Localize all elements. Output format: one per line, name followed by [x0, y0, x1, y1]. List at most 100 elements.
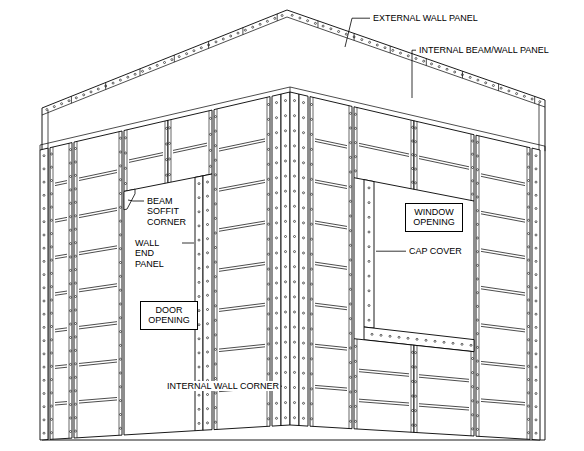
bolt-hole — [285, 387, 287, 389]
bolt-hole — [51, 326, 53, 328]
panel-stroke — [315, 347, 347, 350]
bolt-hole — [303, 282, 305, 284]
panel-stroke — [498, 84, 499, 91]
bolt-hole — [355, 170, 357, 172]
bolt-hole — [166, 127, 168, 129]
bolt-hole — [291, 14, 293, 16]
bolt-hole — [70, 243, 72, 245]
bolt-hole — [338, 31, 340, 33]
bolt-hole — [472, 153, 474, 155]
bolt-hole — [535, 194, 537, 196]
bolt-hole — [70, 323, 72, 325]
bolt-hole — [120, 372, 122, 374]
bolt-hole — [120, 414, 122, 416]
bolt-hole — [120, 262, 122, 264]
panel-stroke — [55, 257, 67, 259]
bolt-hole — [198, 211, 200, 213]
bolt-hole — [120, 193, 122, 195]
panel-stroke — [55, 404, 67, 406]
bolt-hole — [528, 286, 530, 288]
bolt-hole — [285, 371, 287, 373]
bolt-hole — [61, 103, 63, 105]
bolt-hole — [83, 94, 85, 96]
panel-stroke — [79, 210, 117, 217]
bolt-hole — [539, 101, 541, 103]
bolt-hole — [434, 340, 436, 342]
bolt-hole — [75, 242, 77, 244]
bolt-hole — [75, 201, 77, 203]
bolt-hole — [472, 140, 474, 142]
bolt-hole — [528, 405, 530, 407]
bolt-hole — [285, 145, 287, 147]
bolt-hole — [70, 256, 72, 258]
bolt-hole — [276, 297, 278, 299]
bolt-hole — [311, 133, 313, 135]
panel-stroke — [534, 96, 535, 103]
panel-stroke — [55, 181, 67, 184]
bolt-hole — [477, 169, 479, 171]
leader-line — [345, 18, 370, 47]
bolt-hole — [75, 417, 77, 419]
bolt-hole — [51, 299, 53, 301]
bolt-hole — [350, 215, 352, 217]
bolt-hole — [125, 183, 127, 185]
panel-stroke — [417, 345, 418, 432]
bolt-hole — [207, 209, 209, 211]
bolt-hole — [303, 297, 305, 299]
bolt-hole — [311, 418, 313, 420]
panel-stroke — [79, 362, 117, 366]
panel-stroke — [55, 328, 67, 329]
bolt-hole — [355, 375, 357, 377]
bolt-hole — [43, 168, 45, 170]
bolt-hole — [222, 38, 224, 40]
bolt-hole — [51, 312, 53, 314]
bolt-hole — [125, 152, 127, 154]
bolt-hole — [303, 207, 305, 209]
bolt-hole — [311, 208, 313, 210]
bolt-hole — [311, 253, 313, 255]
bolt-hole — [166, 174, 168, 176]
bolt-hole — [51, 339, 53, 341]
panel-stroke — [219, 180, 265, 189]
panel-outline — [354, 107, 414, 190]
bolt-hole — [528, 365, 530, 367]
leader-line — [182, 243, 194, 244]
bolt-hole — [303, 252, 305, 254]
leader-line — [376, 251, 406, 252]
bolt-hole — [528, 339, 530, 341]
bolt-hole — [207, 224, 209, 226]
bolt-hole — [368, 290, 370, 292]
bolt-hole — [294, 341, 296, 343]
bolt-hole — [51, 272, 53, 274]
bolt-hole — [535, 287, 537, 289]
bolt-hole — [535, 406, 537, 408]
panel-stroke — [419, 377, 469, 382]
bolt-hole — [198, 281, 200, 283]
bolt-hole — [472, 372, 474, 374]
panel-stroke — [55, 183, 67, 186]
bolt-hole — [75, 161, 77, 163]
panel-stroke — [479, 136, 480, 436]
bolt-hole — [120, 344, 122, 346]
bolt-hole — [472, 358, 474, 360]
bolt-hole — [477, 428, 479, 430]
bolt-hole — [268, 178, 270, 180]
panel-stroke — [315, 385, 347, 388]
panel-stroke — [40, 145, 41, 150]
bolt-hole — [112, 82, 114, 84]
bolt-hole — [198, 296, 200, 298]
panel-outline — [532, 148, 540, 440]
bolt-hole — [285, 220, 287, 222]
bolt-hole — [120, 220, 122, 222]
bolt-hole — [477, 210, 479, 212]
panel-stroke — [426, 59, 427, 66]
bolt-hole — [412, 380, 414, 382]
bolt-hole — [276, 402, 278, 404]
panel-stroke — [481, 401, 525, 405]
bolt-hole — [268, 298, 270, 300]
bolt-hole — [215, 407, 217, 409]
panel-outline — [299, 94, 308, 426]
panel-outline — [290, 92, 299, 426]
bolt-hole — [200, 47, 202, 49]
bolt-hole — [350, 127, 352, 129]
